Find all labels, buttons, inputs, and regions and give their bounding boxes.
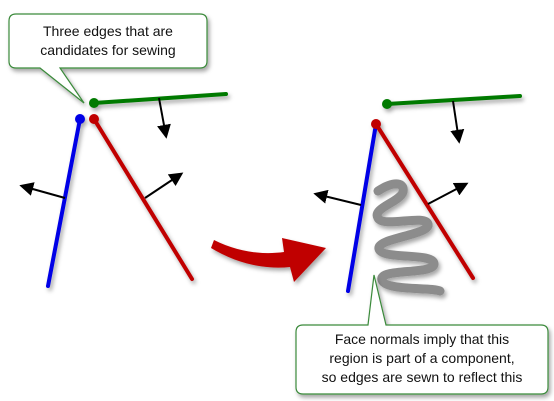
right-green-vertex bbox=[382, 99, 392, 109]
left-red-edge bbox=[92, 117, 194, 281]
left-blue-normal-arrow bbox=[19, 182, 66, 199]
left-red-normal-arrow bbox=[144, 172, 184, 199]
right-blue-edge bbox=[346, 122, 378, 293]
left-normal-arrows bbox=[19, 97, 184, 199]
right-green-normal-arrow bbox=[450, 100, 465, 144]
curved-arrow-icon bbox=[211, 238, 326, 282]
right-blue-normal-arrow bbox=[313, 189, 362, 206]
right-shared-vertex bbox=[371, 119, 381, 129]
top-callout bbox=[8, 13, 208, 104]
bottom-callout-line-3: so edges are sewn to reflect this bbox=[322, 369, 523, 385]
transition-arrow bbox=[211, 238, 326, 282]
bottom-callout bbox=[295, 274, 549, 395]
left-blue-vertex bbox=[75, 114, 85, 124]
right-edge-group bbox=[346, 94, 522, 293]
bottom-callout-line-2: region is part of a component, bbox=[329, 350, 514, 366]
top-callout-bubble bbox=[8, 13, 208, 104]
left-green-normal-arrow bbox=[157, 97, 171, 139]
right-green-edge bbox=[385, 94, 522, 106]
top-callout-line-2: candidates for sewing bbox=[40, 42, 175, 58]
left-green-vertex bbox=[89, 98, 99, 108]
left-red-vertex bbox=[89, 114, 99, 124]
left-edge-group bbox=[46, 92, 228, 288]
top-callout-line-1: Three edges that are bbox=[43, 23, 173, 39]
right-component-squiggle bbox=[372, 179, 445, 296]
bottom-callout-line-1: Face normals imply that this bbox=[335, 331, 509, 347]
right-normal-arrows bbox=[313, 100, 469, 206]
left-blue-edge bbox=[46, 117, 82, 288]
right-red-edge bbox=[374, 122, 475, 280]
right-red-normal-arrow bbox=[427, 182, 469, 205]
bottom-callout-bubble bbox=[295, 274, 549, 395]
component-squiggle-icon bbox=[372, 179, 445, 296]
